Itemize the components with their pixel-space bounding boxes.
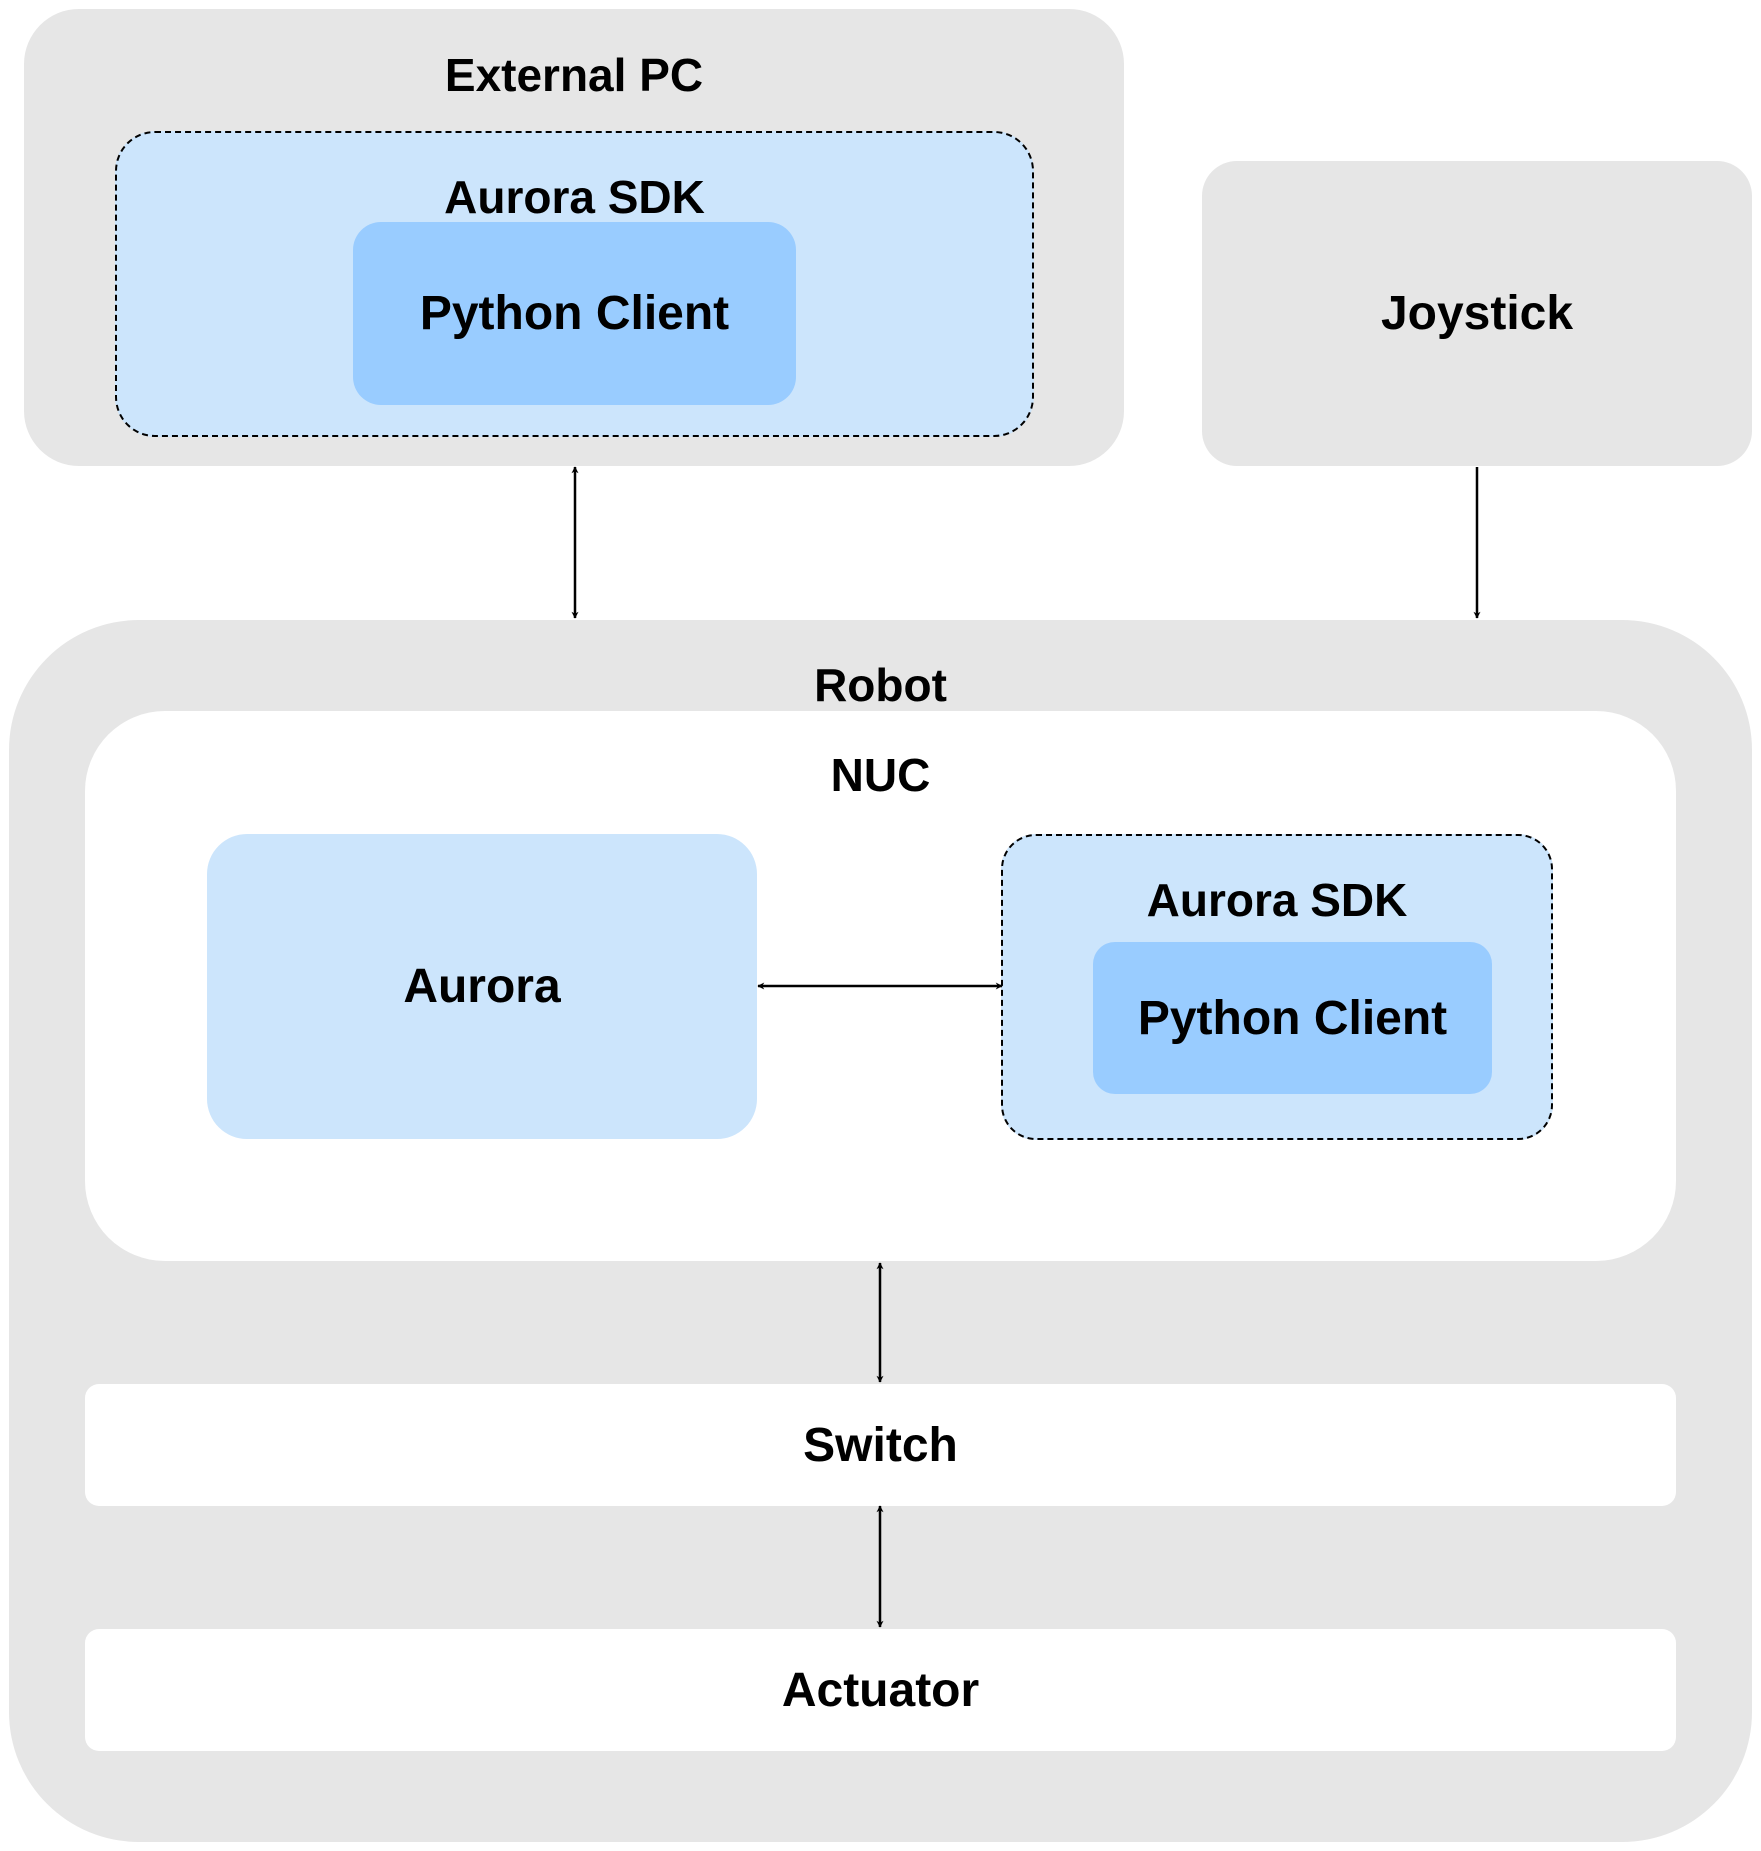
nuc-aurora-sdk-title: Aurora SDK xyxy=(1146,874,1408,926)
nuc-python-client-box: Python Client xyxy=(1093,942,1492,1094)
nuc-python-client-label: Python Client xyxy=(1137,991,1448,1045)
external-pc-aurora-sdk-title: Aurora SDK xyxy=(444,171,705,223)
external-pc-title: External PC xyxy=(444,49,704,101)
switch-label: Switch xyxy=(803,1418,958,1472)
robot-title: Robot xyxy=(814,659,947,711)
joystick-label: Joystick xyxy=(1380,287,1574,340)
nuc-title: NUC xyxy=(830,749,931,801)
aurora-box: Aurora xyxy=(207,834,757,1139)
external-pc-python-client-label: Python Client xyxy=(419,287,730,340)
actuator-box: Actuator xyxy=(85,1629,1676,1751)
external-pc-aurora-sdk-box: Aurora SDK Python Client xyxy=(115,131,1034,437)
external-pc-box: External PC Aurora SDK Python Client xyxy=(24,9,1124,466)
external-pc-python-client-box: Python Client xyxy=(353,222,796,405)
joystick-box: Joystick xyxy=(1202,161,1752,466)
actuator-label: Actuator xyxy=(781,1663,980,1717)
robot-box: Robot NUC Aurora Aurora SDK Python Clien… xyxy=(9,620,1752,1842)
nuc-aurora-sdk-box: Aurora SDK Python Client xyxy=(1001,834,1553,1140)
aurora-label: Aurora xyxy=(403,960,561,1013)
switch-box: Switch xyxy=(85,1384,1676,1506)
